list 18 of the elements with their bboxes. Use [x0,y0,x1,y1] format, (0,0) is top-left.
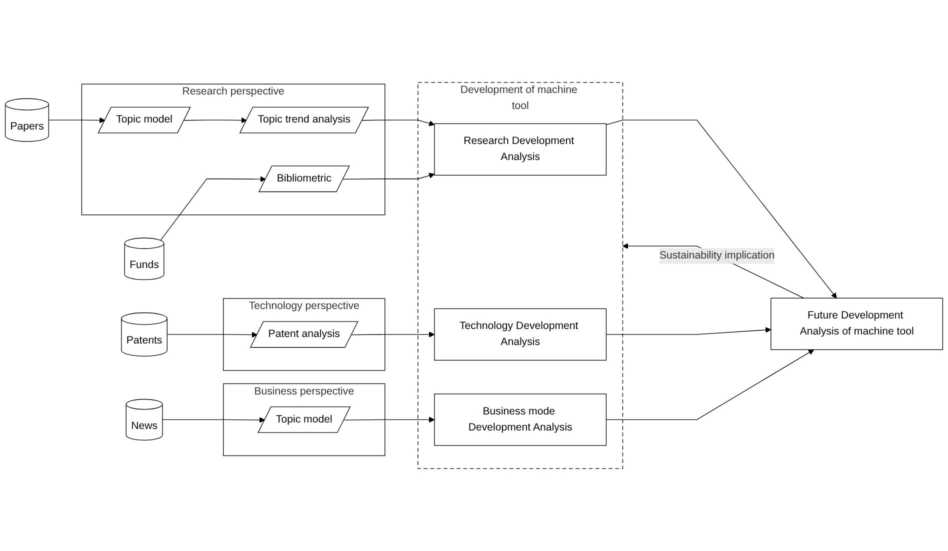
node-box: Research Development Analysis [434,123,607,176]
arrow [166,332,258,338]
node-box: Future Development Analysis of machine tool [770,298,944,350]
arrow [606,327,772,335]
arrow [622,243,804,298]
arrow [606,120,837,298]
edge-label: Sustainability implication [659,250,775,262]
node-box: Business mode Development Analysis [434,394,607,446]
arrow [160,176,266,241]
arrow [606,349,814,420]
arrow [162,417,266,423]
arrow [184,117,247,124]
arrow [344,416,435,423]
arrow [48,117,106,124]
arrow [351,332,435,338]
node-box: Technology Development Analysis [434,308,607,361]
arrow [362,120,435,126]
arrow [342,172,435,180]
